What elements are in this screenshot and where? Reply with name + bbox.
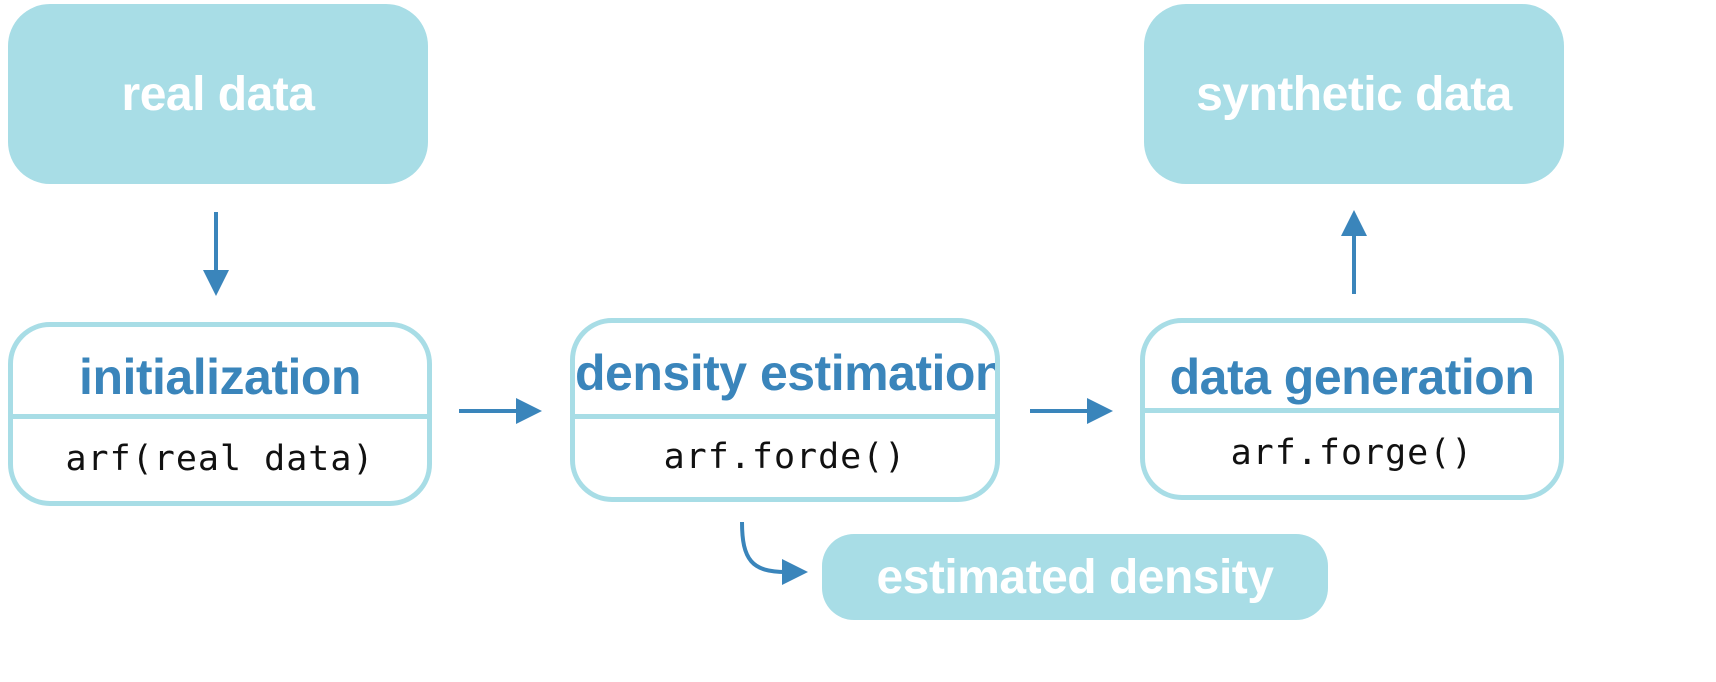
- data-generation-node: data generation arf.forge(): [1140, 318, 1564, 500]
- initialization-code: arf(real data): [65, 439, 375, 479]
- data-generation-title: data generation: [1169, 349, 1535, 405]
- estimated-density-label: estimated density: [876, 550, 1274, 604]
- arrow-down-real-to-init: [203, 212, 229, 296]
- density-estimation-code: arf.forde(): [663, 437, 907, 477]
- density-estimation-title: density estimation: [575, 345, 1000, 401]
- real-data-node: real data: [8, 4, 428, 184]
- estimated-density-node: estimated density: [822, 534, 1328, 620]
- synthetic-data-label: synthetic data: [1196, 67, 1512, 121]
- initialization-title: initialization: [79, 349, 361, 405]
- initialization-divider: [13, 414, 427, 419]
- arrow-up-generation-to-synthetic: [1341, 210, 1367, 294]
- data-generation-divider: [1145, 408, 1559, 413]
- synthetic-data-node: synthetic data: [1144, 4, 1564, 184]
- arrow-right-init-to-density: [459, 398, 542, 424]
- initialization-node: initialization arf(real data): [8, 322, 432, 506]
- real-data-label: real data: [121, 67, 315, 121]
- data-generation-code: arf.forge(): [1230, 433, 1474, 473]
- density-estimation-node: density estimation arf.forde(): [570, 318, 1000, 502]
- density-estimation-divider: [575, 414, 995, 419]
- arrow-curve-density-to-estimated: [740, 521, 808, 585]
- arrow-right-density-to-generation: [1030, 398, 1113, 424]
